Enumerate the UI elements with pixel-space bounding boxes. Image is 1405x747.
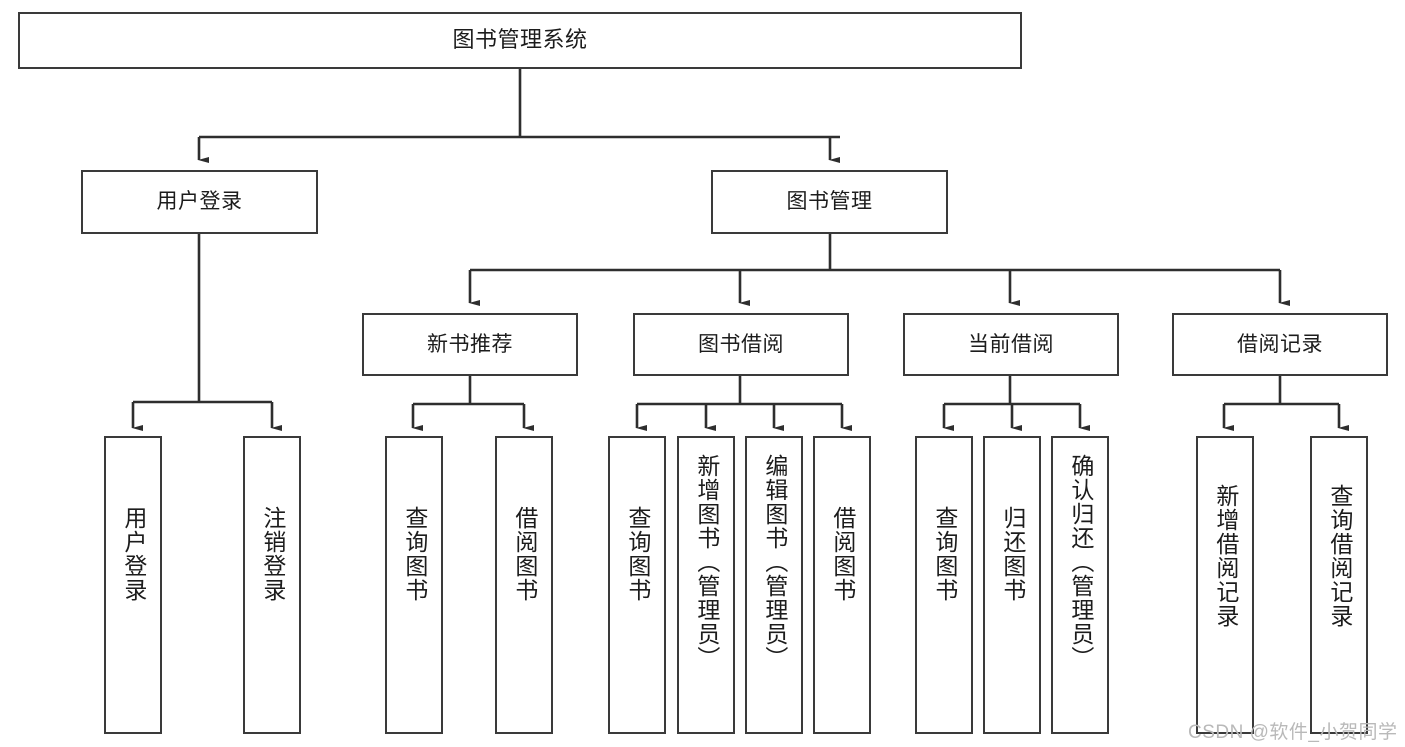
leaf-logout[interactable]: 注销登录 bbox=[243, 436, 301, 734]
node-label: 查询图书 bbox=[931, 506, 958, 602]
csdn-watermark: CSDN @软件_小贺同学 bbox=[1188, 722, 1398, 743]
node-label: 确认归还（管理员） bbox=[1067, 454, 1094, 670]
leaf-add-borrow-record[interactable]: 新增借阅记录 bbox=[1196, 436, 1254, 734]
leaf-confirm-return-admin[interactable]: 确认归还（管理员） bbox=[1051, 436, 1109, 734]
node-label: 借阅图书 bbox=[511, 506, 538, 602]
node-label: 图书管理系统 bbox=[452, 27, 588, 53]
node-label: 新增图书（管理员） bbox=[693, 454, 720, 670]
node-new-book-recommend[interactable]: 新书推荐 bbox=[362, 313, 578, 376]
node-label: 图书管理 bbox=[786, 190, 873, 214]
leaf-return-book[interactable]: 归还图书 bbox=[983, 436, 1041, 734]
node-book-management[interactable]: 图书管理 bbox=[711, 170, 948, 234]
node-root-book-management-system[interactable]: 图书管理系统 bbox=[18, 12, 1022, 69]
node-label: 借阅图书 bbox=[829, 506, 856, 602]
node-label: 借阅记录 bbox=[1237, 332, 1323, 356]
node-label: 用户登录 bbox=[156, 190, 243, 214]
node-user-login[interactable]: 用户登录 bbox=[81, 170, 318, 234]
node-label: 当前借阅 bbox=[968, 332, 1054, 356]
leaf-query-book-recommend[interactable]: 查询图书 bbox=[385, 436, 443, 734]
node-label: 图书借阅 bbox=[698, 332, 784, 356]
node-label: 新书推荐 bbox=[427, 332, 513, 356]
leaf-borrow-book[interactable]: 借阅图书 bbox=[813, 436, 871, 734]
node-label: 新增借阅记录 bbox=[1212, 484, 1239, 628]
leaf-edit-book-admin[interactable]: 编辑图书（管理员） bbox=[745, 436, 803, 734]
leaf-query-book-current[interactable]: 查询图书 bbox=[915, 436, 973, 734]
leaf-borrow-book-recommend[interactable]: 借阅图书 bbox=[495, 436, 553, 734]
node-label: 用户登录 bbox=[120, 506, 147, 602]
leaf-user-login[interactable]: 用户登录 bbox=[104, 436, 162, 734]
node-current-borrow[interactable]: 当前借阅 bbox=[903, 313, 1119, 376]
node-label: 注销登录 bbox=[259, 506, 286, 602]
leaf-query-book-borrow[interactable]: 查询图书 bbox=[608, 436, 666, 734]
leaf-query-borrow-record[interactable]: 查询借阅记录 bbox=[1310, 436, 1368, 734]
node-label: 查询图书 bbox=[624, 506, 651, 602]
node-label: 查询图书 bbox=[401, 506, 428, 602]
node-borrow-record[interactable]: 借阅记录 bbox=[1172, 313, 1388, 376]
leaf-add-book-admin[interactable]: 新增图书（管理员） bbox=[677, 436, 735, 734]
node-label: 编辑图书（管理员） bbox=[761, 454, 788, 670]
node-book-borrow[interactable]: 图书借阅 bbox=[633, 313, 849, 376]
node-label: 归还图书 bbox=[999, 506, 1026, 602]
node-label: 查询借阅记录 bbox=[1326, 484, 1353, 628]
